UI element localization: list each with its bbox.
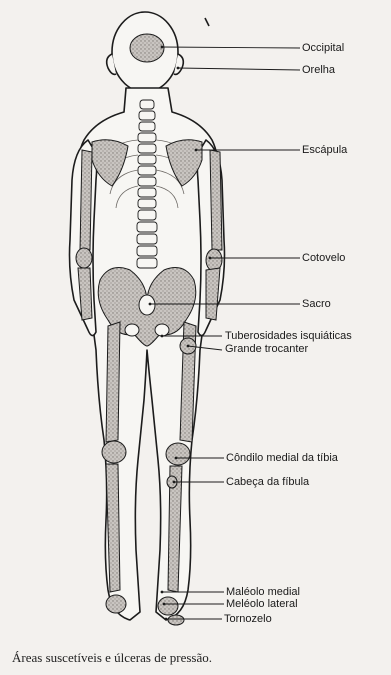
- label-condilo: Côndilo medial da tíbia: [226, 452, 338, 464]
- elbow-left: [76, 248, 92, 268]
- ankle-left: [106, 595, 126, 613]
- label-trocanter: Grande trocanter: [225, 343, 308, 355]
- ischial-right: [155, 324, 169, 336]
- label-tornozelo: Tornozelo: [224, 613, 272, 625]
- label-orelha: Orelha: [302, 64, 335, 76]
- forearm-right: [206, 268, 220, 320]
- label-tuberosidades: Tuberosidades isquiáticas: [225, 330, 352, 342]
- spine: [137, 100, 157, 268]
- label-cotovelo: Cotovelo: [302, 252, 345, 264]
- label-escapula: Escápula: [302, 144, 347, 156]
- humerus-left: [80, 150, 92, 250]
- heel-right: [168, 615, 184, 625]
- knee-right: [166, 443, 190, 465]
- occipital-bone: [130, 34, 164, 62]
- stray-mark: [205, 18, 209, 26]
- ankle-right: [158, 597, 178, 615]
- ischial-left: [125, 324, 139, 336]
- knee-left: [102, 441, 126, 463]
- body-diagram: [0, 0, 391, 640]
- humerus-right: [210, 150, 222, 250]
- label-maleolo-medial: Maléolo medial: [226, 586, 300, 598]
- label-sacro: Sacro: [302, 298, 331, 310]
- sacrum: [139, 295, 155, 315]
- label-maleolo-lateral: Meléolo lateral: [226, 598, 298, 610]
- label-cabeca-fibula: Cabeça da fíbula: [226, 476, 309, 488]
- figure-caption: Áreas suscetíveis e úlceras de pressão.: [12, 650, 212, 666]
- label-occipital: Occipital: [302, 42, 344, 54]
- femur-left: [106, 322, 120, 442]
